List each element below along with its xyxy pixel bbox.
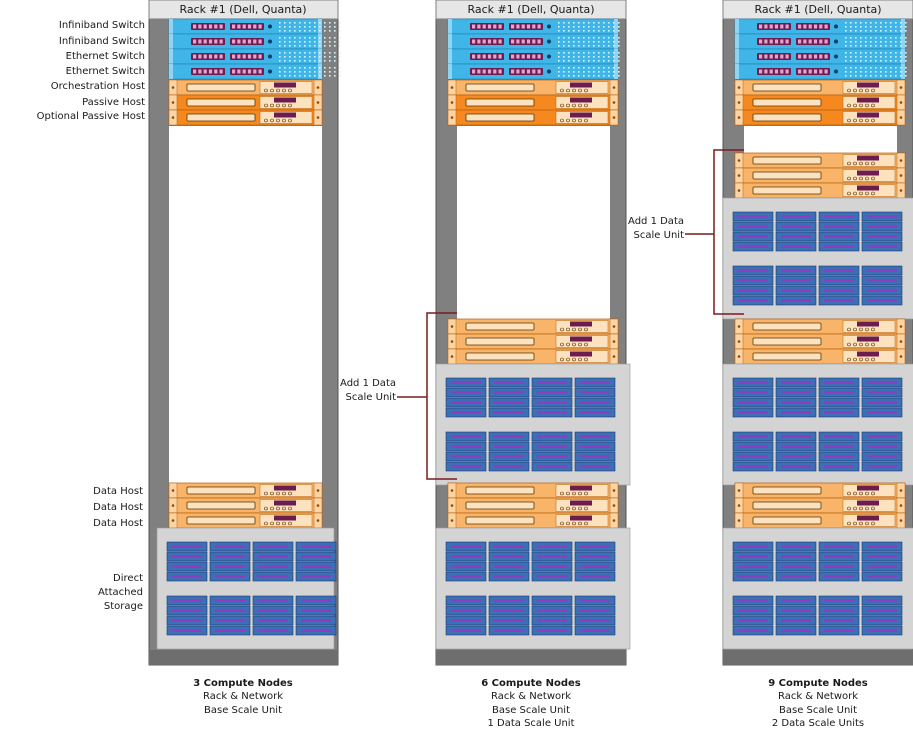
caption-rack-2-line-1: 6 Compute Nodes — [481, 678, 581, 689]
caption-rack-2-line-4: 1 Data Scale Unit — [487, 718, 574, 729]
label-data-host-1: Data Host — [93, 486, 143, 497]
data-host-r3-u3-1 — [734, 152, 906, 169]
caption-rack-3-line-4: 2 Data Scale Units — [772, 718, 864, 729]
rack-3: Rack #1 (Dell, Quanta) — [722, 0, 913, 666]
switch — [447, 18, 620, 35]
switch — [447, 48, 620, 65]
data-host-r3-u2-2 — [734, 333, 906, 350]
caption-rack-3-line-1: 9 Compute Nodes — [768, 678, 868, 689]
component-labels: Infiniband Switch Infiniband Switch Ethe… — [37, 20, 145, 612]
caption-rack-3-line-2: Rack & Network — [778, 691, 858, 702]
data-host-r3-u2-3 — [734, 348, 906, 365]
switch — [168, 48, 341, 65]
scale-label-rack-2-line-1: Add 1 Data — [340, 378, 396, 389]
direct-attached-storage-r3-u1 — [722, 527, 913, 650]
optional-passive-host — [734, 109, 906, 126]
direct-attached-storage-r3-u3 — [722, 197, 913, 320]
data-host-r3-u3-2 — [734, 167, 906, 184]
label-ethernet-switch-2: Ethernet Switch — [66, 66, 145, 77]
switch — [447, 33, 620, 50]
data-host-r2-u2-1 — [447, 318, 619, 335]
data-host-r3-u1-3 — [734, 512, 906, 529]
switch — [734, 48, 907, 65]
scale-unit-bracket-rack-3: Add 1 Data Scale Unit — [628, 149, 744, 315]
orchestration-host — [447, 79, 619, 96]
label-storage-2: Attached — [98, 587, 143, 598]
label-infiniband-switch-2: Infiniband Switch — [59, 36, 145, 47]
label-infiniband-switch-1: Infiniband Switch — [59, 20, 145, 31]
label-optional-passive-host: Optional Passive Host — [37, 111, 145, 122]
rack-3-title: Rack #1 (Dell, Quanta) — [754, 3, 881, 16]
data-host-r1-u1-2 — [168, 497, 323, 514]
rack-2: Rack #1 (Dell, Quanta) — [435, 0, 631, 666]
passive-host — [734, 94, 906, 111]
caption-rack-1-line-1: 3 Compute Nodes — [193, 678, 293, 689]
switch — [734, 18, 907, 35]
data-host-r2-u1-3 — [447, 512, 619, 529]
caption-rack-2-line-2: Rack & Network — [491, 691, 571, 702]
switch — [734, 63, 907, 80]
rack-2-empty-space — [457, 126, 610, 319]
rack-1-empty-space — [169, 126, 322, 483]
direct-attached-storage-r1-u1 — [156, 527, 337, 650]
passive-host — [168, 94, 323, 111]
data-host-r3-u3-3 — [734, 182, 906, 199]
switch — [168, 63, 341, 80]
data-host-r2-u1-1 — [447, 482, 619, 499]
switch — [168, 33, 341, 50]
label-storage-3: Storage — [104, 601, 143, 612]
data-host-r1-u1-3 — [168, 512, 323, 529]
data-host-r2-u2-2 — [447, 333, 619, 350]
scale-label-rack-3-line-2: Scale Unit — [634, 230, 685, 241]
data-host-r2-u2-3 — [447, 348, 619, 365]
caption-rack-1-line-3: Base Scale Unit — [204, 705, 282, 716]
scale-label-rack-2-line-2: Scale Unit — [346, 392, 397, 403]
caption-rack-2: 6 Compute Nodes Rack & Network Base Scal… — [481, 678, 581, 729]
optional-passive-host — [168, 109, 323, 126]
data-host-r3-u1-2 — [734, 497, 906, 514]
data-host-r1-u1-1 — [168, 482, 323, 499]
label-data-host-2: Data Host — [93, 502, 143, 513]
optional-passive-host — [447, 109, 619, 126]
label-storage-1: Direct — [113, 573, 143, 584]
data-host-r2-u1-2 — [447, 497, 619, 514]
orchestration-host — [168, 79, 323, 96]
data-host-r3-u1-1 — [734, 482, 906, 499]
caption-rack-3: 9 Compute Nodes Rack & Network Base Scal… — [768, 678, 868, 729]
switch — [734, 33, 907, 50]
direct-attached-storage-r2-u2 — [435, 363, 631, 486]
label-ethernet-switch-1: Ethernet Switch — [66, 51, 145, 62]
scale-label-rack-3-line-1: Add 1 Data — [628, 216, 684, 227]
label-orchestration-host: Orchestration Host — [51, 81, 145, 92]
direct-attached-storage-r2-u1 — [435, 527, 631, 650]
caption-rack-1: 3 Compute Nodes Rack & Network Base Scal… — [193, 678, 293, 716]
passive-host — [447, 94, 619, 111]
caption-rack-2-line-3: Base Scale Unit — [492, 705, 570, 716]
rack-1: Rack #1 (Dell, Quanta) — [148, 0, 341, 666]
switch — [168, 18, 341, 35]
orchestration-host — [734, 79, 906, 96]
scale-unit-bracket-rack-2: Add 1 Data Scale Unit — [340, 312, 457, 480]
caption-rack-3-line-3: Base Scale Unit — [779, 705, 857, 716]
label-passive-host: Passive Host — [82, 97, 145, 108]
rack-3-empty-space — [744, 126, 897, 153]
direct-attached-storage-r3-u2 — [722, 363, 913, 486]
rack-1-title: Rack #1 (Dell, Quanta) — [179, 3, 306, 16]
switch — [447, 63, 620, 80]
rack-2-title: Rack #1 (Dell, Quanta) — [467, 3, 594, 16]
caption-rack-1-line-2: Rack & Network — [203, 691, 283, 702]
label-data-host-3: Data Host — [93, 518, 143, 529]
data-host-r3-u2-1 — [734, 318, 906, 335]
